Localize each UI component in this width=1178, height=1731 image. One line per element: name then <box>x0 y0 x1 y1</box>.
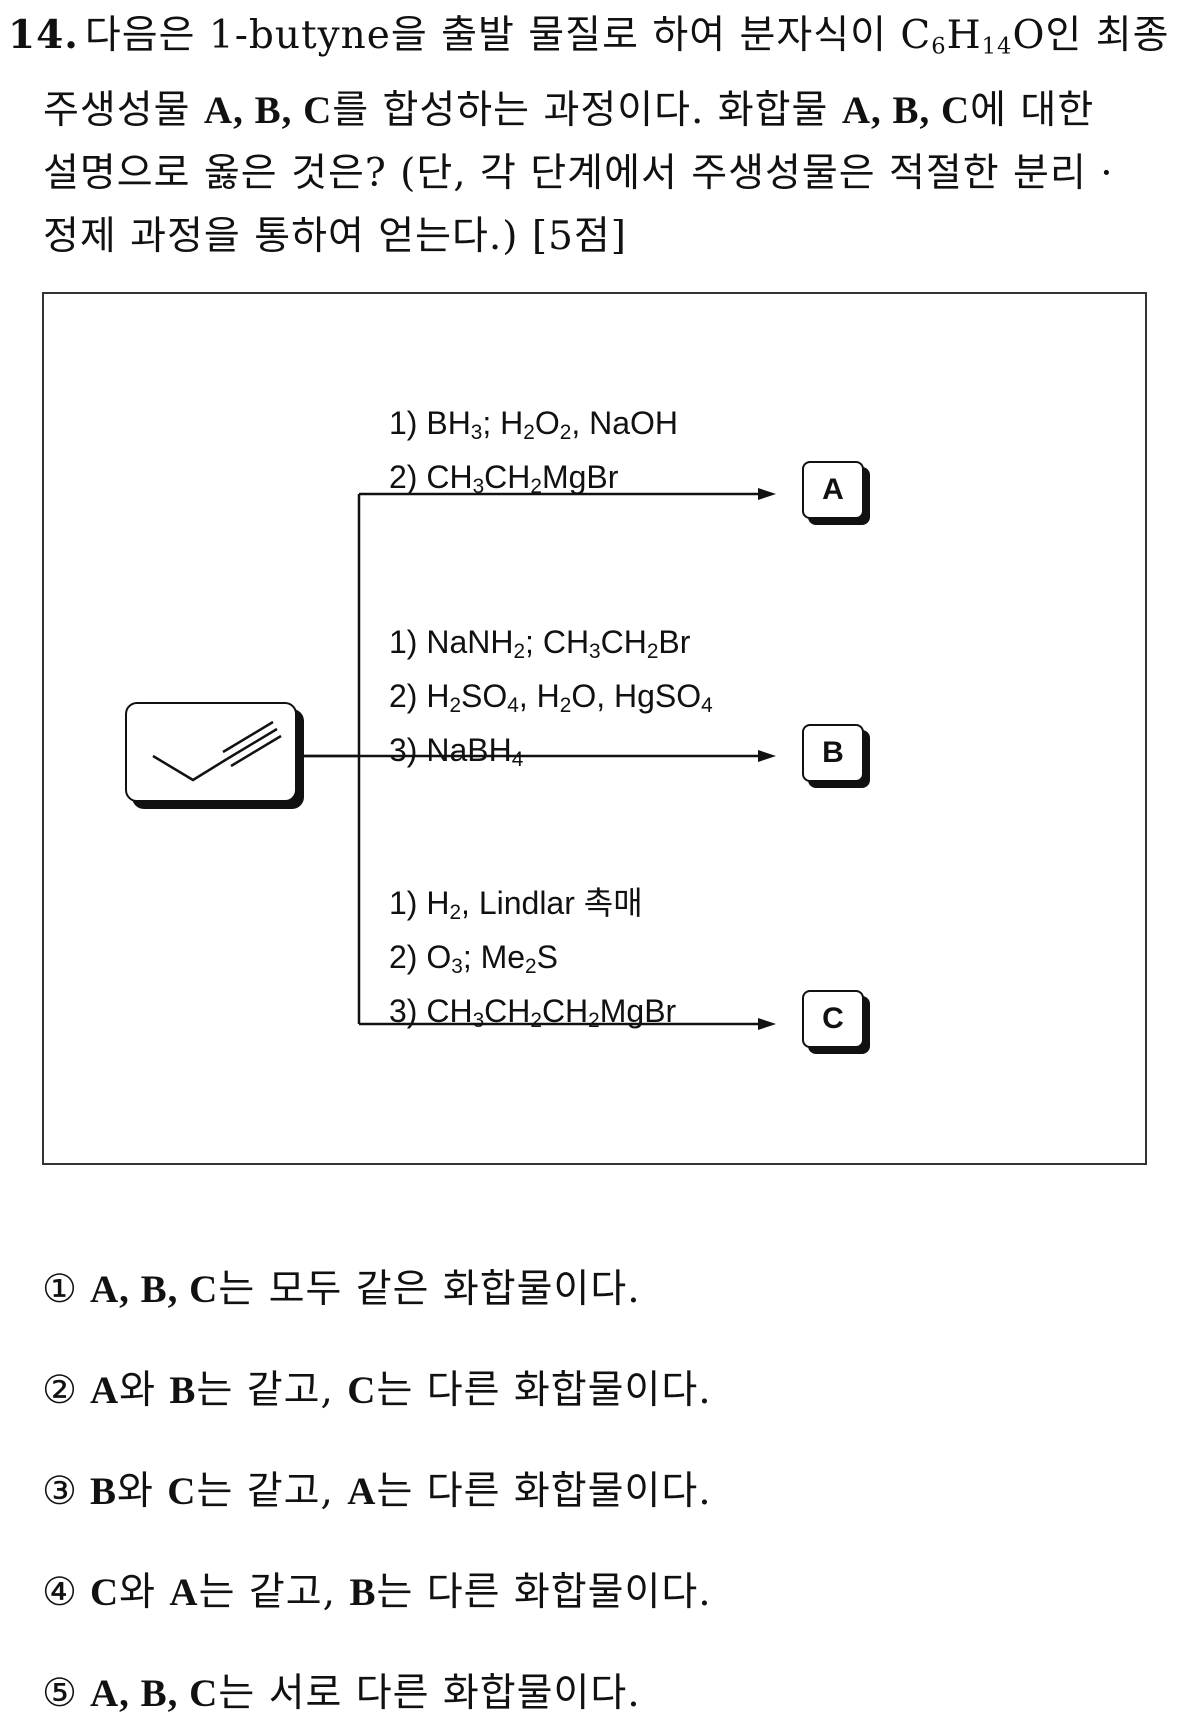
route-c-reagents: 1) H2, Lindlar 촉매 2) O3; Me2S 3) CH3CH2C… <box>389 881 676 1044</box>
question-stem: 14.다음은 1-butyne을 출발 물질로 하여 분자식이 C6H14O인 … <box>8 4 1170 268</box>
route-b-step-1: 1) NaNH2; CH3CH2Br <box>389 624 691 664</box>
route-a-step-1: 1) BH3; H2O2, NaOH <box>389 405 678 445</box>
product-a-box: A <box>802 461 864 519</box>
question-line-2: 주생성물 A, B, C를 합성하는 과정이다. 화합물 A, B, C에 대한 <box>43 87 1095 133</box>
route-b-step-3: 3) NaBH4 <box>389 732 524 772</box>
butyne-structure-icon <box>152 720 282 782</box>
question-line-3: 설명으로 옳은 것은? (단, 각 단계에서 주생성물은 적절한 분리 · <box>43 150 1114 196</box>
route-a-reagents: 1) BH3; H2O2, NaOH 2) CH3CH2MgBr <box>389 401 678 509</box>
arrow-to-c-head <box>758 1018 776 1030</box>
route-a-step-2: 2) CH3CH2MgBr <box>389 459 619 499</box>
starting-material-box <box>125 702 297 802</box>
product-b-box: B <box>802 724 864 782</box>
scheme-lines <box>304 488 776 1030</box>
route-c-step-3: 3) CH3CH2CH2MgBr <box>389 993 677 1033</box>
route-c-step-1: 1) H2, Lindlar 촉매 <box>389 885 643 925</box>
route-b-reagents: 1) NaNH2; CH3CH2Br 2) H2SO4, H2O, HgSO4 … <box>389 620 713 783</box>
route-b-step-2: 2) H2SO4, H2O, HgSO4 <box>389 678 713 718</box>
question-line-4: 정제 과정을 통하여 얻는다.) [5점] <box>43 213 628 259</box>
question-line-1: 14.다음은 1-butyne을 출발 물질로 하여 분자식이 C6H14O인 … <box>8 12 1170 60</box>
product-c-box: C <box>802 990 864 1048</box>
arrow-to-b-head <box>758 750 776 762</box>
reaction-scheme-box: 1) BH3; H2O2, NaOH 2) CH3CH2MgBr 1) NaNH… <box>42 292 1147 1165</box>
question-number: 14. <box>8 12 79 58</box>
arrow-to-a-head <box>758 488 776 500</box>
route-c-step-2: 2) O3; Me2S <box>389 939 558 979</box>
